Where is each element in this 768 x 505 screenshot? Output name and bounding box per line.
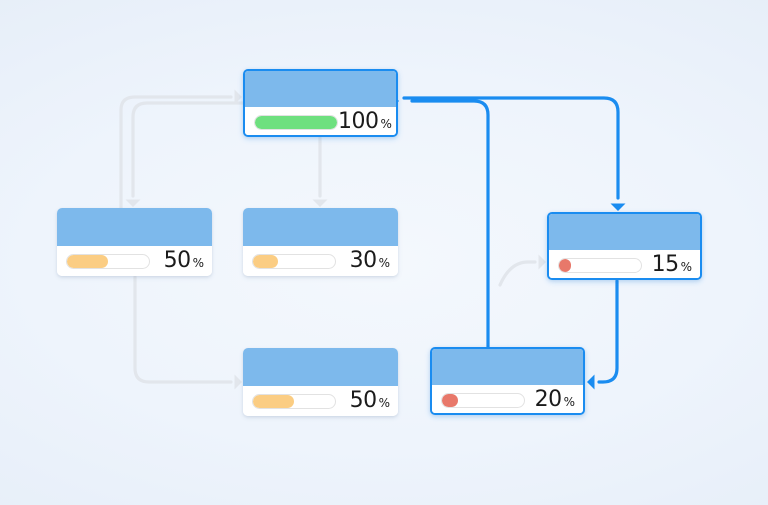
- node-right-fifteen-percent-sign: %: [680, 260, 692, 274]
- node-bottom-fifty[interactable]: 50%: [243, 348, 398, 416]
- node-mid-thirty-progress-bar[interactable]: [252, 253, 336, 269]
- node-right-fifteen-body: 15%: [549, 250, 700, 278]
- node-bottom-twenty-header: [432, 349, 583, 385]
- node-right-fifteen-progress-fill: [559, 258, 572, 272]
- edge-right-fifteen-to-bottom-twenty[interactable]: [597, 279, 619, 384]
- node-bottom-twenty-percent-sign: %: [563, 395, 575, 409]
- node-root-progress-fill: [255, 115, 337, 129]
- edge-inbound-root-left[interactable]: [119, 95, 233, 210]
- node-bottom-fifty-header: [243, 348, 398, 386]
- node-mid-thirty-percent: 30%: [336, 250, 390, 272]
- node-mid-thirty-header: [243, 208, 398, 246]
- node-mid-thirty-percent-value: 30: [349, 248, 378, 273]
- node-root-percent-value: 100: [338, 109, 379, 134]
- edge-left-fifty-to-bottom-fifty[interactable]: [133, 275, 233, 384]
- node-bottom-twenty-progress-fill: [442, 393, 459, 407]
- node-bottom-fifty-progress-bar[interactable]: [252, 393, 336, 409]
- node-bottom-twenty[interactable]: 20%: [430, 347, 585, 415]
- node-mid-thirty[interactable]: 30%: [243, 208, 398, 276]
- edge-inbound-root-left-arrowhead-icon: [234, 89, 242, 105]
- node-bottom-twenty-body: 20%: [432, 385, 583, 413]
- node-root-percent-sign: %: [380, 117, 392, 131]
- node-right-fifteen[interactable]: 15%: [547, 212, 702, 280]
- node-bottom-fifty-percent-value: 50: [349, 388, 378, 413]
- edge-root-to-left-fifty-arrowhead-icon: [125, 199, 141, 207]
- node-bottom-twenty-progress-bar[interactable]: [441, 392, 525, 408]
- node-bottom-twenty-percent-value: 20: [534, 387, 563, 412]
- node-left-fifty-percent-sign: %: [192, 256, 204, 270]
- edge-root-to-mid-thirty-arrowhead-icon: [312, 199, 328, 207]
- node-bottom-fifty-body: 50%: [243, 386, 398, 416]
- node-root[interactable]: 100%: [243, 69, 398, 137]
- edge-root-to-right-fifteen[interactable]: [402, 96, 620, 200]
- edge-left-fifty-to-bottom-fifty-arrowhead-icon: [234, 374, 242, 390]
- node-bottom-fifty-percent-sign: %: [378, 396, 390, 410]
- node-bottom-twenty-percent: 20%: [525, 389, 575, 411]
- node-root-percent: 100%: [338, 111, 392, 133]
- node-left-fifty-progress-fill: [67, 254, 108, 268]
- edge-inbound-right-fifteen[interactable]: [498, 260, 537, 287]
- node-mid-thirty-progress-fill: [253, 254, 278, 268]
- node-right-fifteen-percent-value: 15: [651, 252, 680, 277]
- node-bottom-fifty-progress-fill: [253, 394, 294, 408]
- node-root-body: 100%: [245, 107, 396, 135]
- node-left-fifty-progress-bar[interactable]: [66, 253, 150, 269]
- node-left-fifty-percent: 50%: [150, 250, 204, 272]
- node-mid-thirty-percent-sign: %: [378, 256, 390, 270]
- node-left-fifty-header: [57, 208, 212, 246]
- node-bottom-fifty-percent: 50%: [336, 390, 390, 412]
- edge-inbound-right-fifteen-arrowhead-icon: [538, 254, 546, 270]
- edge-root-to-left-fifty[interactable]: [131, 101, 245, 198]
- edge-right-fifteen-to-bottom-twenty-arrowhead-icon: [587, 374, 595, 390]
- node-left-fifty-body: 50%: [57, 246, 212, 276]
- node-right-fifteen-percent: 15%: [642, 254, 692, 276]
- node-left-fifty-percent-value: 50: [163, 248, 192, 273]
- node-root-header: [245, 71, 396, 107]
- node-mid-thirty-body: 30%: [243, 246, 398, 276]
- edge-root-to-right-fifteen-arrowhead-icon: [610, 203, 626, 211]
- node-right-fifteen-header: [549, 214, 700, 250]
- node-root-progress-bar[interactable]: [254, 114, 338, 130]
- node-right-fifteen-progress-bar[interactable]: [558, 257, 642, 273]
- node-left-fifty[interactable]: 50%: [57, 208, 212, 276]
- edge-bottom-twenty-to-root[interactable]: [410, 99, 490, 349]
